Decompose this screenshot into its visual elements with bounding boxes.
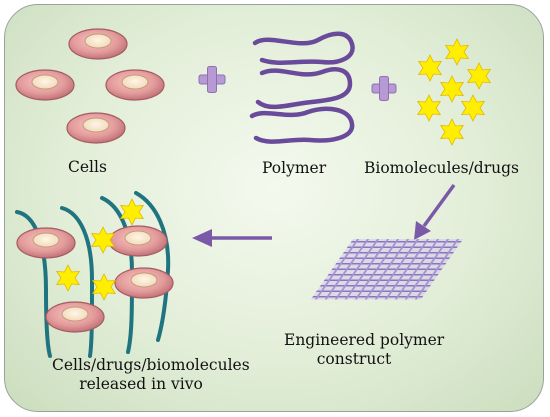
arrow-to-construct (414, 183, 456, 240)
polymer-construct-mesh (310, 238, 464, 300)
star-icon (418, 54, 442, 82)
star-icon (92, 273, 116, 301)
star-icon (440, 75, 464, 103)
polymer-chain (255, 67, 353, 110)
released-line2: released in vivo (79, 375, 203, 393)
polymer-chain (252, 31, 355, 65)
plus-sign (371, 76, 397, 101)
released-label: Cells/drugs/biomolecules released in viv… (52, 356, 250, 394)
cell (105, 69, 165, 101)
polymer-chains (249, 31, 355, 144)
cell (16, 227, 76, 259)
cells-group (15, 28, 165, 144)
cell (108, 225, 168, 257)
star-icon (467, 62, 491, 90)
engineered-construct-line1: Engineered polymer (284, 331, 445, 349)
engineered-construct-label: Engineered polymer construct (284, 331, 445, 369)
cells-label: Cells (68, 158, 107, 176)
cell (15, 69, 75, 101)
released-line1: Cells/drugs/biomolecules (52, 356, 250, 374)
arrow-to-released (192, 229, 272, 247)
star-icon (440, 118, 464, 146)
cell (45, 301, 105, 333)
star-icon (461, 94, 485, 122)
cell (68, 28, 128, 60)
polymer-chain (249, 106, 355, 144)
engineered-construct-line2: construct (316, 350, 392, 368)
cell (114, 267, 174, 299)
biomolecule-stars (417, 38, 491, 146)
star-icon (445, 38, 469, 66)
tissue-fiber (134, 191, 171, 342)
released-in-vivo-group (15, 191, 174, 358)
polymer-label: Polymer (262, 159, 327, 177)
cell (66, 112, 126, 144)
star-icon (56, 264, 80, 292)
tissue-fiber (15, 210, 52, 358)
tissue-fiber (60, 206, 95, 358)
star-icon (417, 94, 441, 122)
plus-sign (198, 66, 226, 93)
biomolecules-label: Biomolecules/drugs (364, 159, 519, 177)
